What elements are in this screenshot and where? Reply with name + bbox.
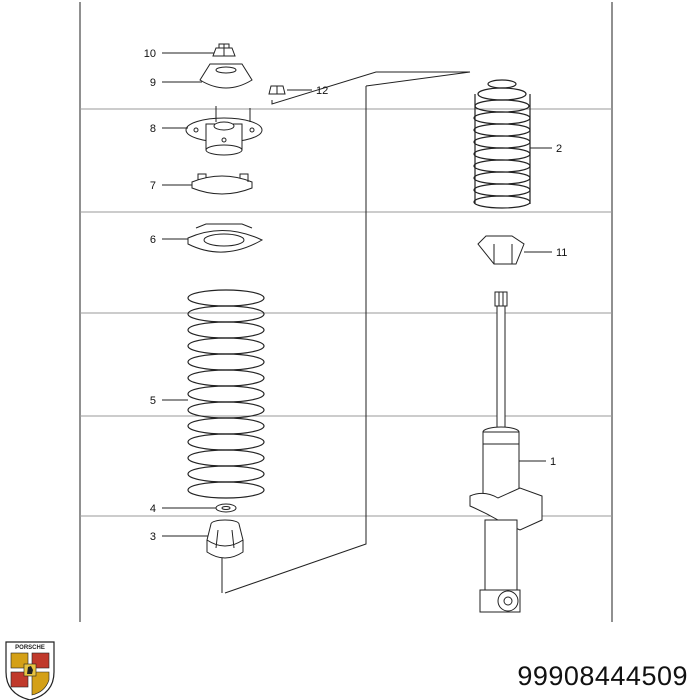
- part-11-clip: [477, 235, 525, 265]
- label-4: 4: [150, 503, 156, 515]
- porsche-crest-icon: PORSCHE: [5, 641, 55, 700]
- assembly-line-vertical: [224, 86, 367, 594]
- label-5: 5: [150, 395, 156, 407]
- part-7-ring: [191, 173, 253, 195]
- label-2: 2: [556, 143, 562, 155]
- part-1-shock-absorber: [469, 291, 543, 613]
- label-9: 9: [150, 77, 156, 89]
- part-4-washer: [215, 503, 237, 513]
- leader-lines: [162, 52, 552, 537]
- part-12-nut: [268, 85, 286, 95]
- callout-labels: 10 9 12 8 7 6 5 4 3 2 11 1: [144, 48, 568, 543]
- label-11: 11: [556, 247, 567, 259]
- section-separators: [80, 108, 612, 517]
- label-6: 6: [150, 234, 156, 246]
- part-9-cap: [199, 63, 253, 89]
- label-7: 7: [150, 180, 156, 192]
- part-number: 99908444509: [517, 661, 688, 691]
- part-10-nut: [212, 43, 236, 57]
- label-12: 12: [316, 85, 328, 97]
- part-5-coil-spring: [187, 289, 265, 499]
- label-3: 3: [150, 531, 156, 543]
- label-10: 10: [144, 48, 156, 60]
- part-3-bump-stop: [206, 519, 244, 559]
- label-1: 1: [550, 456, 556, 468]
- part-2-dust-boot: [473, 79, 531, 209]
- logo-text: PORSCHE: [15, 645, 45, 651]
- label-8: 8: [150, 123, 156, 135]
- assembly-line-top: [271, 71, 470, 105]
- part-6-spring-seat: [187, 223, 264, 253]
- part-8-top-mount: [185, 106, 263, 156]
